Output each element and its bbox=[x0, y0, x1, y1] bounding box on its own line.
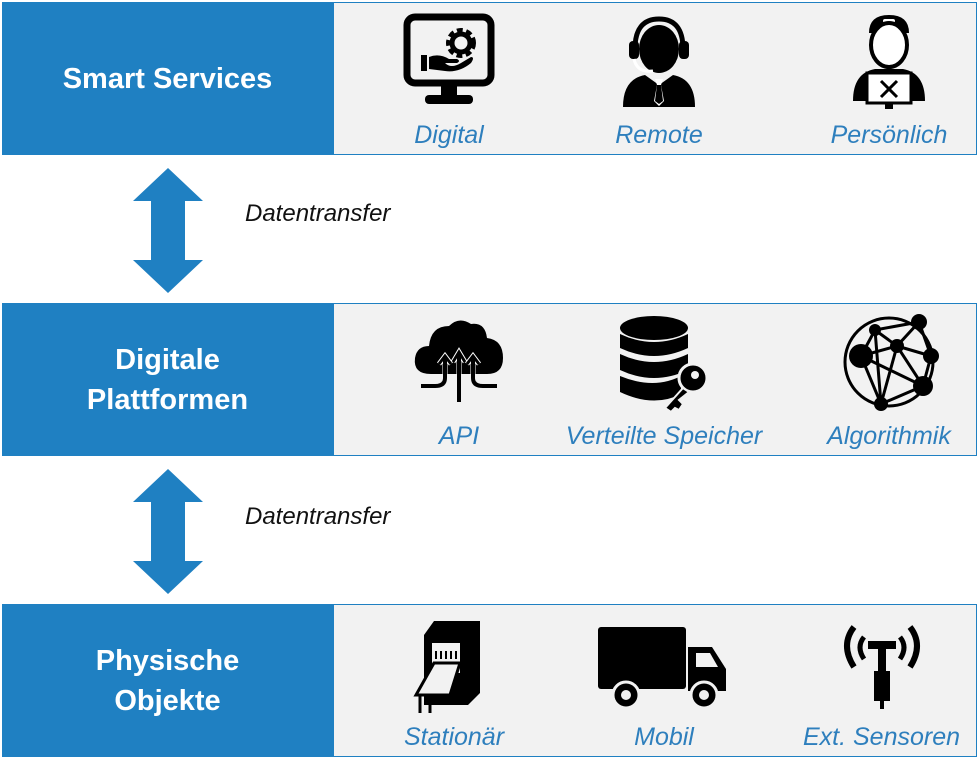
item-remote: Remote bbox=[584, 3, 734, 154]
item-label: Remote bbox=[615, 121, 703, 149]
layer-title: Digitale Plattformen bbox=[2, 303, 333, 456]
layer-panel: Stationär Mobil bbox=[333, 604, 977, 757]
double-arrow-icon bbox=[133, 469, 203, 594]
item-label: Ext. Sensoren bbox=[802, 723, 961, 751]
item-label: Mobil bbox=[634, 723, 694, 751]
layer-title: Smart Services bbox=[2, 2, 333, 155]
item-digital: Digital bbox=[374, 3, 524, 154]
double-arrow-icon bbox=[133, 168, 203, 293]
item-persoenlich: Persönlich bbox=[809, 3, 969, 154]
item-label: Algorithmik bbox=[827, 422, 951, 450]
layer-panel: Digital Remote bbox=[333, 2, 977, 155]
layer-panel: API Verteilte Speicher bbox=[333, 303, 977, 456]
item-verteilte-speicher: Verteilte Speicher bbox=[549, 304, 779, 455]
layer-smart-services: Smart Services Digital bbox=[2, 2, 977, 155]
item-label: Verteilte Speicher bbox=[565, 422, 763, 450]
database-key-icon bbox=[620, 316, 709, 412]
network-globe-icon bbox=[843, 314, 939, 411]
cloud-upload-icon bbox=[414, 320, 503, 402]
layer-digitale-plattformen: Digitale Plattformen API Verteilte Speic… bbox=[2, 303, 977, 456]
item-ext-sensoren: Ext. Sensoren bbox=[789, 605, 974, 756]
technician-icon bbox=[853, 15, 925, 109]
connector-label: Datentransfer bbox=[245, 503, 391, 530]
item-algorithmik: Algorithmik bbox=[809, 304, 969, 455]
machine-conveyor-icon bbox=[413, 621, 480, 713]
monitor-gear-hand-icon bbox=[403, 13, 495, 104]
layer-title: Physische Objekte bbox=[2, 604, 333, 757]
layer-title-text: Smart Services bbox=[62, 62, 273, 95]
layer-title-text: Physische Objekte bbox=[95, 644, 240, 717]
item-label: API bbox=[438, 422, 480, 450]
layer-physische-objekte: Physische Objekte Stationär bbox=[2, 604, 977, 757]
item-stationaer: Stationär bbox=[379, 605, 529, 756]
antenna-sensor-icon bbox=[843, 625, 920, 709]
layer-title-text: Digitale Plattformen bbox=[86, 343, 249, 416]
item-label: Persönlich bbox=[830, 121, 948, 149]
item-mobil: Mobil bbox=[589, 605, 739, 756]
item-label: Digital bbox=[414, 121, 484, 149]
truck-icon bbox=[598, 627, 726, 710]
item-api: API bbox=[394, 304, 524, 455]
headset-agent-icon bbox=[623, 16, 695, 107]
connector-label: Datentransfer bbox=[245, 200, 391, 227]
item-label: Stationär bbox=[403, 723, 505, 751]
